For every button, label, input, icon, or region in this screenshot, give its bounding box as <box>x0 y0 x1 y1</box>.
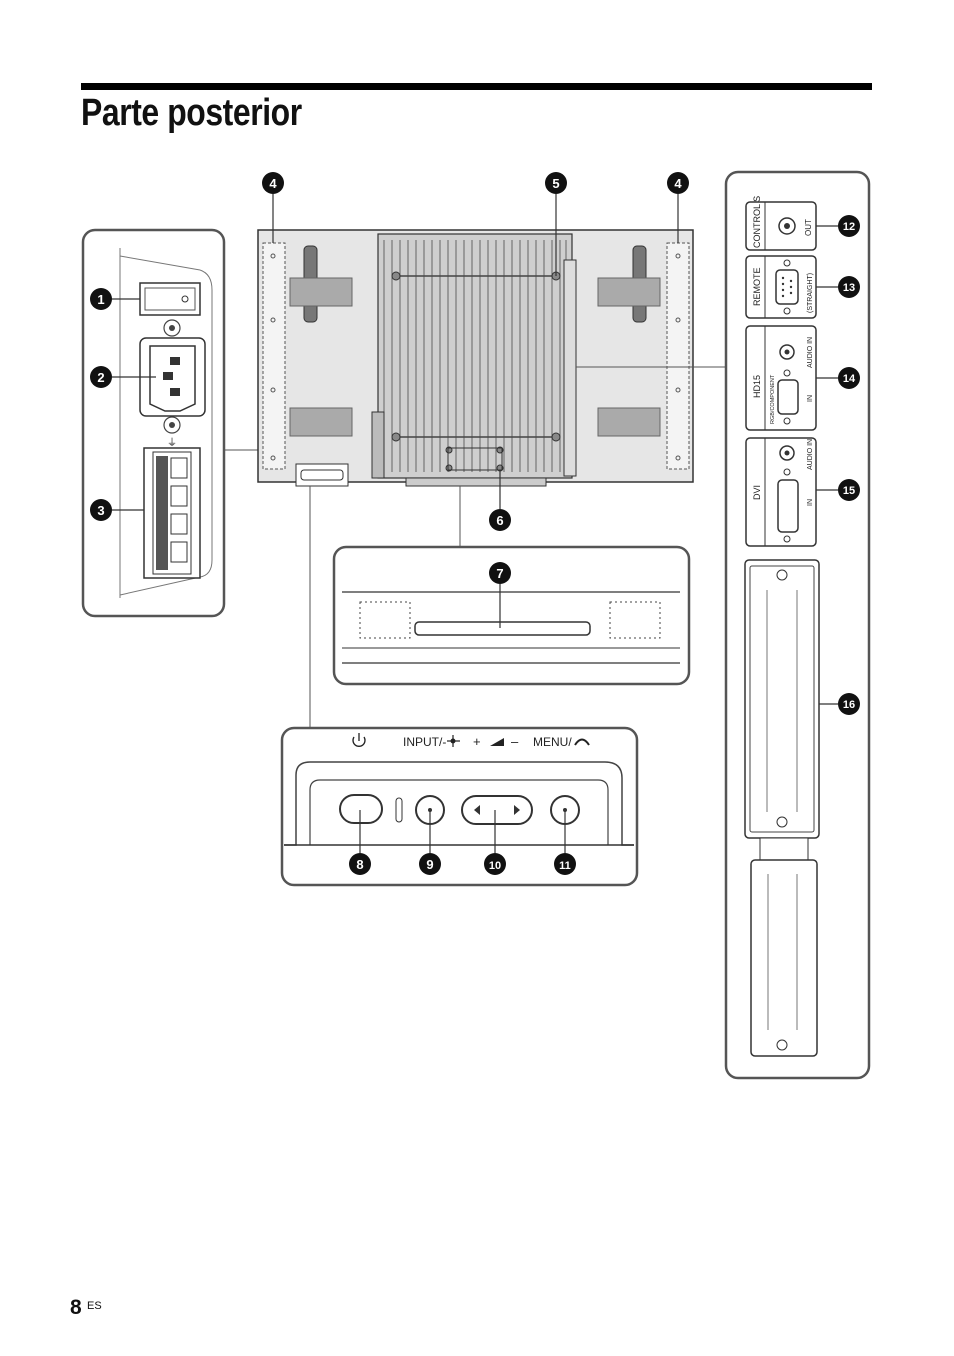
svg-text:HD15: HD15 <box>752 375 762 398</box>
svg-text:3: 3 <box>97 503 104 518</box>
page-title: Parte posterior <box>81 92 302 134</box>
callout-6: 6 <box>489 509 511 531</box>
callout-14: 14 <box>838 367 860 389</box>
svg-text:13: 13 <box>843 282 855 294</box>
svg-text:AUDIO IN: AUDIO IN <box>807 337 814 368</box>
callout-12: 12 <box>838 215 860 237</box>
volume-ramp-icon <box>490 738 504 746</box>
svg-text:IN: IN <box>807 395 814 402</box>
svg-text:8: 8 <box>356 857 363 872</box>
remote-connector: REMOTE (STRAIGHT) <box>745 255 817 319</box>
svg-text:DVI: DVI <box>752 485 762 500</box>
svg-text:7: 7 <box>496 566 503 581</box>
svg-text:OUT: OUT <box>804 219 813 236</box>
stand-slot <box>414 621 591 636</box>
callout-16: 16 <box>838 693 860 715</box>
svg-text:14: 14 <box>843 373 856 385</box>
control-s-connector: CONTROL S OUT <box>745 196 817 251</box>
svg-text:⏚: ⏚ <box>167 437 177 449</box>
svg-text:4: 4 <box>674 176 682 191</box>
svg-text:RGB/COMPONENT: RGB/COMPONENT <box>770 374 776 424</box>
svg-text:6: 6 <box>496 513 503 528</box>
hd15-connector: HD15 RGB/COMPONENT AUDIO IN IN <box>745 325 817 431</box>
callout-8: 8 <box>349 853 371 875</box>
page-language: ES <box>87 1300 102 1312</box>
connector-panel-box <box>724 170 871 1080</box>
monitor-rear <box>257 229 694 487</box>
svg-text:12: 12 <box>843 221 855 233</box>
power-switch-icon <box>139 282 201 316</box>
left-detail-box <box>81 228 226 618</box>
volume-button <box>461 795 533 825</box>
svg-text:16: 16 <box>843 699 855 711</box>
return-icon <box>574 738 590 746</box>
callout-10: 10 <box>484 853 506 875</box>
callout-5: 5 <box>545 172 567 194</box>
callout-9: 9 <box>419 853 441 875</box>
svg-text:11: 11 <box>559 860 571 872</box>
callout-13: 13 <box>838 276 860 298</box>
svg-text:AUDIO IN: AUDIO IN <box>807 439 814 470</box>
input-label: INPUT/- <box>403 735 446 749</box>
title-rule <box>81 83 872 90</box>
menu-label: MENU/ <box>533 735 572 749</box>
terminal-block: ⏚ <box>143 437 201 579</box>
page-number: 8 <box>70 1296 82 1319</box>
svg-text:5: 5 <box>552 176 559 191</box>
svg-text:1: 1 <box>97 292 104 307</box>
option-slot-cover <box>744 559 820 1057</box>
joystick-icon <box>447 735 460 747</box>
svg-text:IN: IN <box>807 499 814 506</box>
volume-minus-label: – <box>511 734 519 749</box>
stand-detail-box <box>332 545 691 686</box>
svg-text:2: 2 <box>97 370 104 385</box>
svg-text:4: 4 <box>269 176 277 191</box>
svg-text:CONTROL S: CONTROL S <box>752 196 762 248</box>
callout-4-left: 4 <box>262 172 284 194</box>
button-panel-box <box>280 726 639 887</box>
callout-4-right: 4 <box>667 172 689 194</box>
power-button <box>339 794 383 824</box>
dvi-connector: DVI AUDIO IN IN <box>745 437 817 547</box>
svg-text:9: 9 <box>426 857 433 872</box>
svg-text:10: 10 <box>489 860 501 872</box>
power-icon <box>352 733 366 747</box>
ac-inlet-icon <box>139 319 206 434</box>
volume-plus-label: + <box>473 734 481 749</box>
callout-3: 3 <box>90 499 112 521</box>
callout-2: 2 <box>90 366 112 388</box>
callout-1: 1 <box>90 288 112 310</box>
svg-text:15: 15 <box>843 485 855 497</box>
svg-text:REMOTE: REMOTE <box>752 267 762 306</box>
callout-7: 7 <box>489 562 511 584</box>
callout-15: 15 <box>838 479 860 501</box>
callout-11: 11 <box>554 853 576 875</box>
svg-text:(STRAIGHT): (STRAIGHT) <box>807 273 814 313</box>
